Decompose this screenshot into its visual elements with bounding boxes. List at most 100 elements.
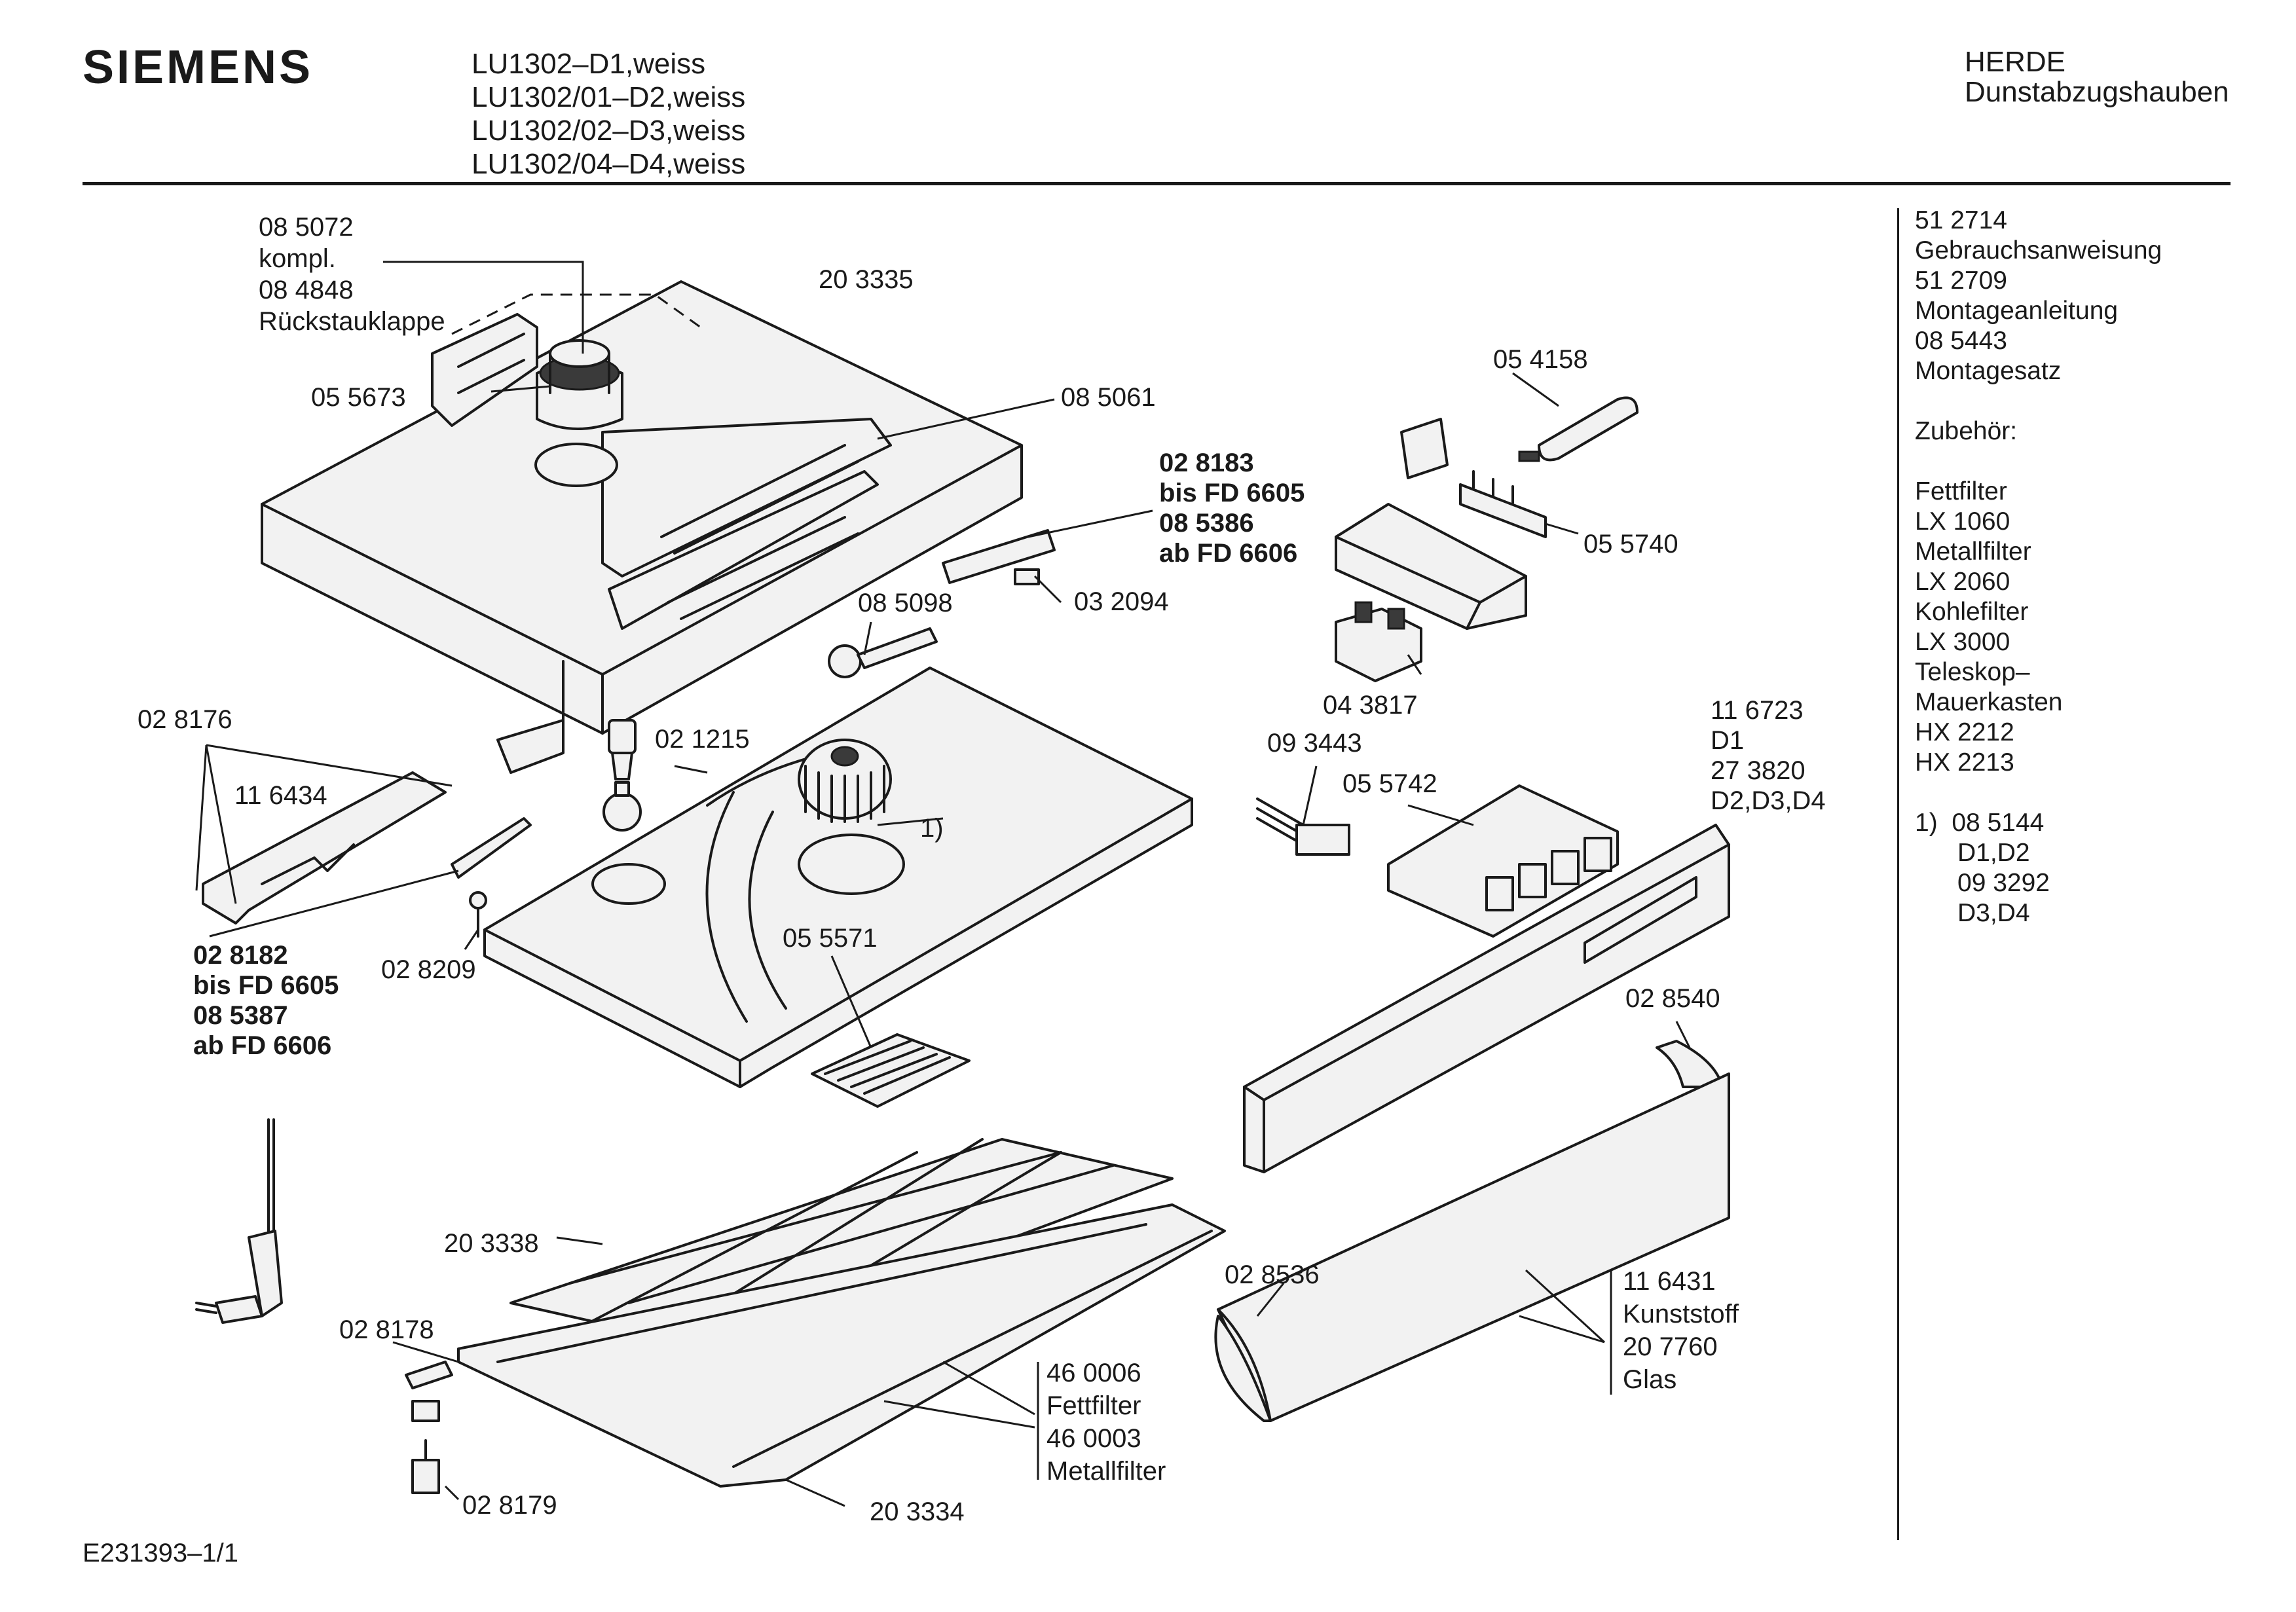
sidebar-line: 1) 08 5144 xyxy=(1915,809,2045,837)
sidebar-line: 08 5443 xyxy=(1915,327,2007,355)
accessory-sidebar: 51 2714 Gebrauchsanweisung 51 2709 Monta… xyxy=(1915,206,2162,928)
label-028209: 02 8209 xyxy=(381,955,476,984)
clamp-rail xyxy=(451,817,532,879)
header-divider xyxy=(83,182,2231,185)
fan-wheel xyxy=(798,739,892,823)
sidebar-line: LX 3000 xyxy=(1915,628,2010,656)
sidebar-line: D1,D2 xyxy=(1915,839,2030,867)
sidebar-line: Gebrauchsanweisung xyxy=(1915,236,2162,265)
label-460003: 46 0003 xyxy=(1046,1424,1141,1453)
model-line: LU1302/04–D4,weiss xyxy=(472,148,746,180)
sidebar-line: LX 1060 xyxy=(1915,507,2010,536)
label-460006: 46 0006 xyxy=(1046,1359,1141,1387)
label-kunststoff: Kunststoff xyxy=(1623,1300,1739,1328)
label-085098: 08 5098 xyxy=(858,589,953,617)
non-return-valve xyxy=(536,339,623,430)
label-028540: 02 8540 xyxy=(1625,984,1720,1013)
model-line: LU1302–D1,weiss xyxy=(472,48,706,80)
switch-panel xyxy=(1387,784,1619,938)
sidebar-line: Fettfilter xyxy=(1915,477,2007,505)
grease-filter-grid xyxy=(811,1033,971,1108)
label-028179: 02 8179 xyxy=(462,1491,557,1520)
label-footnote-1: 1) xyxy=(920,814,944,843)
capacitor xyxy=(1518,396,1639,462)
label-021215: 02 1215 xyxy=(655,725,750,754)
label-d1: D1 xyxy=(1711,726,1744,755)
label-054158: 05 4158 xyxy=(1493,345,1588,374)
label-085072: 08 5072 xyxy=(259,213,354,242)
sidebar-line: 51 2714 xyxy=(1915,206,2007,234)
category-line: Dunstabzugshauben xyxy=(1965,76,2229,108)
sidebar-line: 51 2709 xyxy=(1915,266,2007,295)
sidebar-line: Zubehör: xyxy=(1915,417,2018,445)
sidebar-line: Metallfilter xyxy=(1915,538,2031,566)
label-rueckstauklappe: Rückstauklappe xyxy=(259,307,445,336)
label-032094: 03 2094 xyxy=(1074,587,1169,616)
label-203334: 20 3334 xyxy=(870,1497,965,1526)
sidebar-line: 09 3292 xyxy=(1915,869,2050,897)
sidebar-line: Teleskop– xyxy=(1915,658,2030,686)
label-028178: 02 8178 xyxy=(339,1315,434,1344)
switch-block xyxy=(1335,601,1422,682)
label-055742: 05 5742 xyxy=(1342,769,1437,798)
leader-lines xyxy=(195,261,1691,1507)
label-028182: 02 8182 xyxy=(193,941,288,970)
sidebar-line: LX 2060 xyxy=(1915,568,2010,596)
label-bisfd6605-b: bis FD 6605 xyxy=(193,971,339,1000)
label-084848: 08 4848 xyxy=(259,276,354,304)
label-203338: 20 3338 xyxy=(444,1229,539,1258)
label-085386: 08 5386 xyxy=(1159,509,1254,538)
filter-frame-left xyxy=(202,771,447,925)
sidebar-line: Mauerkasten xyxy=(1915,688,2063,716)
label-028536: 02 8536 xyxy=(1225,1260,1320,1289)
label-055740: 05 5740 xyxy=(1583,530,1678,559)
label-028183: 02 8183 xyxy=(1159,449,1254,477)
hood-body xyxy=(261,280,1023,774)
model-line: LU1302/02–D3,weiss xyxy=(472,115,746,147)
label-028176: 02 8176 xyxy=(138,705,232,734)
label-abfd6606-b: ab FD 6606 xyxy=(193,1031,331,1060)
label-kompl: kompl. xyxy=(259,244,336,273)
switch-slide xyxy=(942,529,1056,584)
lamp-holder xyxy=(602,719,642,832)
mains-cable xyxy=(195,1118,283,1324)
model-list: LU1302–D1,weiss LU1302/01–D2,weiss LU130… xyxy=(472,47,745,181)
label-abfd6606-a: ab FD 6606 xyxy=(1159,539,1297,568)
category-line: HERDE xyxy=(1965,46,2066,78)
label-085061: 08 5061 xyxy=(1061,383,1156,412)
drawing-reference: E231393–1/1 xyxy=(83,1539,239,1567)
sidebar-line: Montagesatz xyxy=(1915,357,2062,385)
capacitor-holder xyxy=(1459,470,1547,538)
sidebar-line: Montageanleitung xyxy=(1915,297,2119,325)
knob-032094 xyxy=(1014,568,1040,585)
sidebar-line: HX 2212 xyxy=(1915,718,2014,746)
label-glas: Glas xyxy=(1623,1365,1676,1394)
label-085387: 08 5387 xyxy=(193,1001,288,1030)
switch-bracket xyxy=(1335,503,1527,630)
hood-frame xyxy=(483,667,1193,1088)
label-bisfd6605-a: bis FD 6605 xyxy=(1159,479,1305,507)
label-043817: 04 3817 xyxy=(1323,691,1418,720)
mounting-bracket xyxy=(431,313,538,427)
filter-clip xyxy=(405,1361,453,1494)
control-lever xyxy=(828,627,938,678)
sidebar-line: Kohlefilter xyxy=(1915,598,2029,626)
front-panel xyxy=(1243,824,1730,1173)
model-line: LU1302/01–D2,weiss xyxy=(472,81,746,113)
label-055571: 05 5571 xyxy=(783,924,878,953)
metal-filter xyxy=(509,1138,1174,1350)
category-heading: HERDE Dunstabzugshauben xyxy=(1965,47,2229,107)
label-055673: 05 5673 xyxy=(311,383,406,412)
label-116434: 11 6434 xyxy=(234,781,327,810)
label-d2d3d4: D2,D3,D4 xyxy=(1711,786,1826,815)
label-273820: 27 3820 xyxy=(1711,756,1805,785)
label-metallfilter: Metallfilter xyxy=(1046,1457,1166,1486)
label-203335: 20 3335 xyxy=(819,265,914,294)
valve-outline-dashed xyxy=(451,293,701,335)
label-207760: 20 7760 xyxy=(1623,1332,1718,1361)
label-093443: 09 3443 xyxy=(1267,729,1362,758)
sidebar-line: HX 2213 xyxy=(1915,748,2014,777)
sidebar-line: D3,D4 xyxy=(1915,899,2030,927)
sidebar-divider xyxy=(1897,208,1899,1540)
